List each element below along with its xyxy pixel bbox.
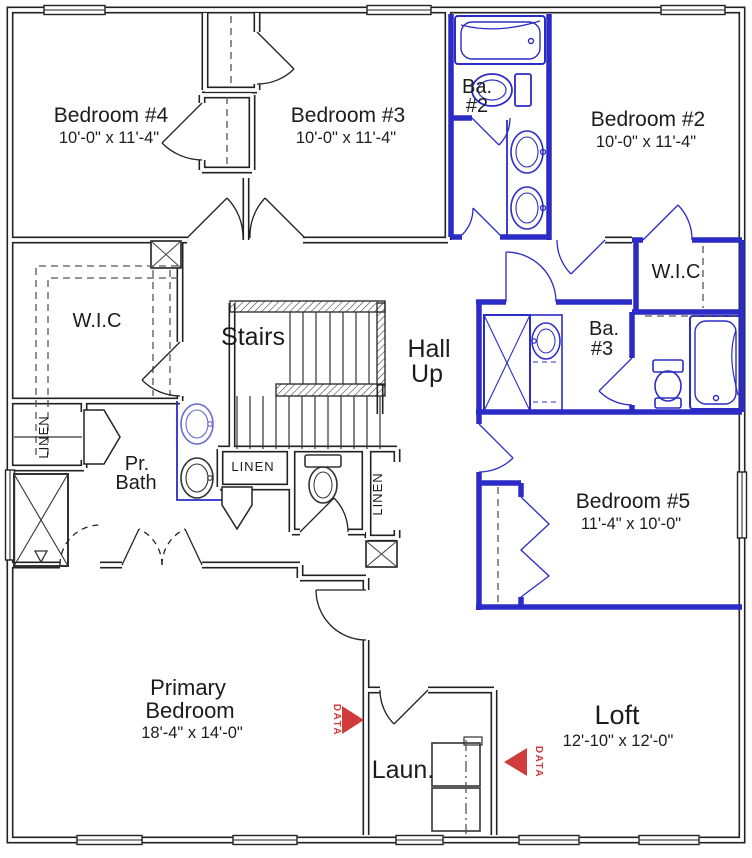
door-bedroom2 <box>556 239 606 275</box>
door-linen-left <box>83 409 121 465</box>
window-symbols <box>4 4 748 846</box>
data-triangle-icon <box>504 748 527 776</box>
data-label: DATA <box>533 746 544 778</box>
label-laundry: Laun. <box>372 756 435 784</box>
door-laundry <box>379 689 429 725</box>
toilet-ba2-icon <box>471 73 532 107</box>
door-bedroom3 <box>249 197 306 239</box>
shower-primary-icon <box>13 473 69 567</box>
window-symbol <box>366 4 432 16</box>
chase-box-icon <box>365 540 398 568</box>
sink-ba3-icon <box>529 314 563 413</box>
dims-bedroom4: 10'-0" x 11'-4" <box>59 129 159 147</box>
label-prbath-line2: Bath <box>115 472 156 494</box>
dims-bedroom2: 10'-0" x 11'-4" <box>596 133 696 151</box>
window-symbol <box>736 471 748 539</box>
label-wic-primary: W.I.C <box>73 310 122 332</box>
window-symbol <box>76 834 143 846</box>
toilet-primary-wc-icon <box>304 454 342 504</box>
window-symbol <box>518 834 580 846</box>
door-closet-bedroom4 <box>161 102 203 161</box>
window-symbol <box>660 4 726 16</box>
label-ba3-line2: #3 <box>591 338 613 360</box>
data-marker-left: DATA <box>331 704 364 736</box>
data-marker-right: DATA <box>504 746 544 778</box>
door-primary-bath-dashed <box>59 524 101 566</box>
data-triangle-icon <box>342 706 364 734</box>
double-door-primary <box>121 528 203 566</box>
stairs-structure <box>229 300 386 449</box>
dims-loft: 12'-10" x 12'-0" <box>563 732 674 750</box>
data-label: DATA <box>331 704 342 736</box>
stair-wall-hatch <box>376 302 386 386</box>
door-water-closet <box>299 497 349 533</box>
label-ba2-line2: #2 <box>466 95 488 117</box>
door-linen-center <box>221 486 253 531</box>
door-ba2-hall <box>461 207 501 236</box>
door-ba2-inner <box>471 117 511 146</box>
label-ba3-line1: Ba. <box>589 318 619 340</box>
bathtub-ba2-icon <box>454 15 546 65</box>
label-bedroom4: Bedroom #4 <box>54 104 169 127</box>
window-symbol <box>638 834 700 846</box>
label-stairs: Stairs <box>221 323 285 351</box>
washer-dryer-icon <box>431 736 483 834</box>
label-primary-line1: Primary <box>150 675 226 700</box>
bathtub-ba3-icon <box>689 315 742 410</box>
window-symbol <box>43 4 106 16</box>
label-loft: Loft <box>594 700 640 730</box>
label-ba2-line1: Ba. <box>462 76 492 98</box>
label-prbath-line1: Pr. <box>125 453 149 475</box>
stairs-treads <box>236 312 381 449</box>
door-bedroom4 <box>186 197 244 239</box>
exterior-and-interior-walls <box>8 8 744 842</box>
label-bedroom2: Bedroom #2 <box>591 108 705 131</box>
room-labels: Bedroom #4 10'-0" x 11'-4" Bedroom #3 10… <box>36 76 705 784</box>
dims-bedroom5: 11'-4" x 10'-0" <box>581 515 681 533</box>
chase-box-icon <box>150 240 182 269</box>
label-linen-left: LINEN <box>36 415 51 458</box>
door-ba3-alcove <box>598 357 633 406</box>
label-hall-line1: Hall <box>407 335 450 363</box>
bifold-door-bedroom5 <box>520 496 551 598</box>
door-bedroom5 <box>478 423 514 473</box>
stair-wall-hatch <box>229 300 386 313</box>
closet-rod-dashes <box>14 16 740 605</box>
door-swings <box>59 31 693 725</box>
shower-ba3-icon <box>483 314 531 412</box>
window-symbol <box>232 834 298 846</box>
dims-bedroom3: 10'-0" x 11'-4" <box>296 129 396 147</box>
door-wic-bedroom2 <box>642 204 693 241</box>
label-linen-right: LINEN <box>370 472 385 515</box>
door-ba3 <box>505 251 557 303</box>
vanity-primary-bath <box>176 401 232 501</box>
label-linen-center: LINEN <box>231 459 274 474</box>
label-hall-line2: Up <box>411 360 443 388</box>
label-bedroom3: Bedroom #3 <box>291 104 405 127</box>
door-wic-primary <box>141 341 181 397</box>
dims-primary: 18'-4" x 14'-0" <box>141 724 243 742</box>
label-primary-line2: Bedroom <box>145 698 234 723</box>
door-loft <box>315 589 367 641</box>
stair-divider-hatch <box>275 383 386 397</box>
window-symbol <box>395 834 444 846</box>
label-bedroom5: Bedroom #5 <box>576 490 690 513</box>
toilet-ba3-icon <box>652 359 684 409</box>
sink-ba2-icon <box>506 120 547 235</box>
door-closet-bedroom3 <box>256 31 295 85</box>
label-wic-bedroom2: W.I.C <box>652 261 701 283</box>
